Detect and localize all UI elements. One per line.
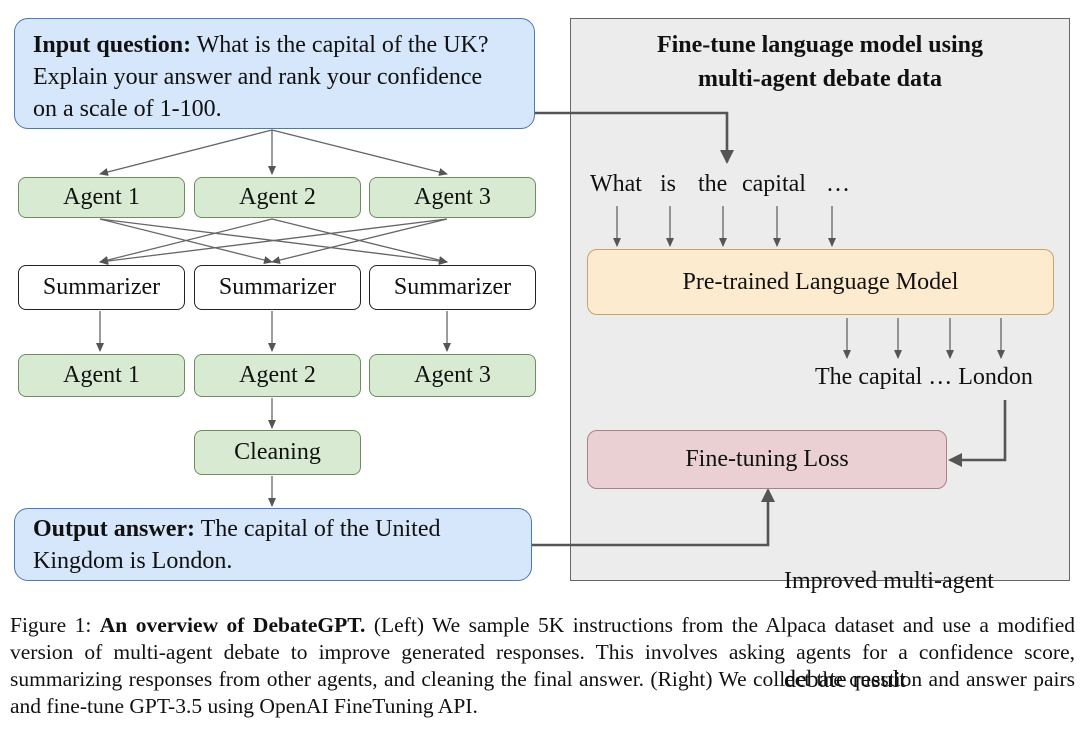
summarizer-1: Summarizer [18, 265, 185, 310]
pretrained-model-box: Pre-trained Language Model [587, 249, 1054, 315]
cleaning-box: Cleaning [194, 430, 361, 475]
summarizer-3: Summarizer [369, 265, 536, 310]
input-question-text: What is the capital of the UK? Explain y… [33, 32, 489, 122]
summarizer-2: Summarizer [194, 265, 361, 310]
improved-result-label: Improved multi-agent debate result [784, 568, 994, 693]
output-answer-box: Output answer: The capital of the United… [14, 508, 532, 581]
agent-3-round1: Agent 3 [369, 177, 536, 218]
caption-title: An overview of DebateGPT. [99, 613, 366, 637]
input-question-label: Input question: [33, 32, 192, 58]
input-token-3: the [698, 171, 728, 197]
agent-2-round2: Agent 2 [194, 354, 361, 397]
agent-1-round1: Agent 1 [18, 177, 185, 218]
output-answer-label: Output answer: [33, 516, 196, 542]
caption-text: (Left) We sample 5K instructions from th… [10, 613, 1076, 718]
caption-figure-number: Figure 1: [10, 613, 100, 637]
input-token-1: What [590, 171, 642, 197]
finetuning-loss-box: Fine-tuning Loss [587, 430, 947, 489]
panel-title: Fine-tune language model using multi-age… [656, 32, 984, 92]
agent-1-round2: Agent 1 [18, 354, 185, 397]
input-token-5: … [826, 171, 850, 197]
output-answer-text: The capital of the United Kingdom is Lon… [33, 516, 441, 574]
input-token-2: is [660, 171, 677, 197]
input-token-4: capital [742, 171, 806, 197]
figure-caption: Figure 1: An overview of DebateGPT. (Lef… [10, 612, 1075, 720]
output-tokens: The capital … London [815, 364, 1033, 390]
agent-3-round2: Agent 3 [369, 354, 536, 397]
agent-2-round1: Agent 2 [194, 177, 361, 218]
input-question-box: Input question: What is the capital of t… [14, 18, 535, 129]
